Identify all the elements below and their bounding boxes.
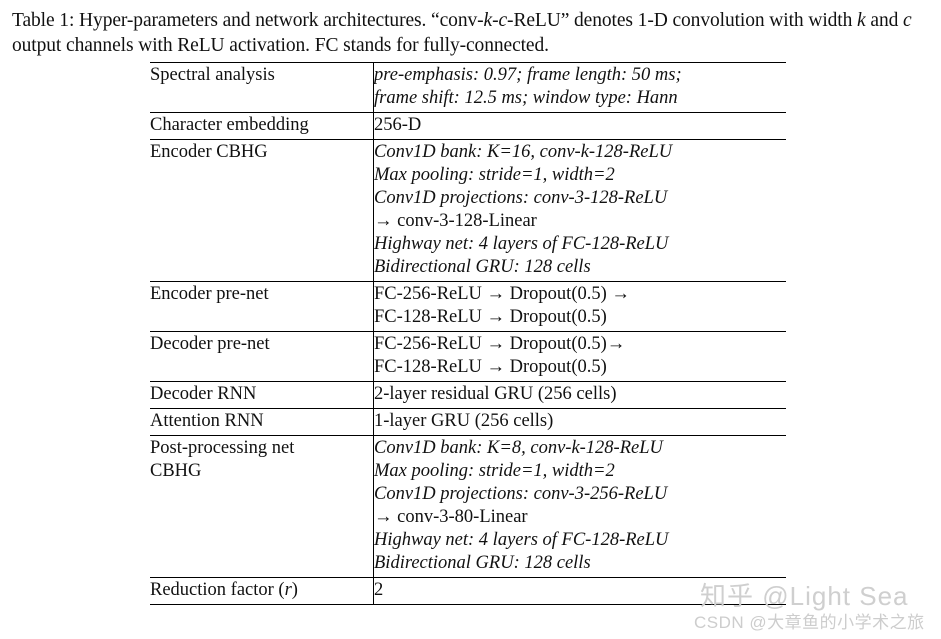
caption-italic-c: c [498, 10, 508, 31]
table-row: Attention RNN 1-layer GRU (256 cells) [150, 408, 786, 436]
value-line: Highway net: 4 layers of FC-128-ReLU [374, 234, 669, 254]
row-value-reduction-factor: 2 [373, 577, 786, 605]
label-italic-r: r [284, 580, 292, 600]
row-label-post-processing-net-cbhg: Post-processing net CBHG [150, 435, 374, 578]
row-value-spectral-analysis: pre-emphasis: 0.97; frame length: 50 ms;… [373, 62, 786, 113]
value-line: Conv1D projections: conv-3-256-ReLU [374, 484, 668, 504]
value-line: Highway net: 4 layers of FC-128-ReLU [374, 530, 669, 550]
label-text: Decoder pre-net [150, 334, 270, 354]
value-line: Conv1D bank: K=8, conv-k-128-ReLU [374, 438, 663, 458]
caption-italic-c-2: c [903, 10, 912, 31]
table-caption: Table 1: Hyper-parameters and network ar… [12, 8, 932, 58]
row-label-encoder-pre-net: Encoder pre-net [150, 281, 374, 332]
row-value-attention-rnn: 1-layer GRU (256 cells) [373, 408, 786, 436]
value-line: Max pooling: stride=1, width=2 [374, 165, 615, 185]
caption-italic-k-2: k [857, 10, 866, 31]
value-line: → conv-3-80-Linear [374, 507, 528, 527]
label-text: Encoder CBHG [150, 142, 268, 162]
table-row: Decoder RNN 2-layer residual GRU (256 ce… [150, 381, 786, 409]
label-text: Attention RNN [150, 411, 264, 431]
label-text: Spectral analysis [150, 65, 275, 85]
table-row: Spectral analysis pre-emphasis: 0.97; fr… [150, 62, 786, 113]
table-row: Post-processing net CBHG Conv1D bank: K=… [150, 435, 786, 578]
table-row: Decoder pre-net FC-256-ReLU → Dropout(0.… [150, 331, 786, 382]
caption-italic-k: k [483, 10, 493, 31]
row-label-encoder-cbhg: Encoder CBHG [150, 139, 374, 282]
table-row: Reduction factor (r) 2 [150, 577, 786, 605]
label-text: Decoder RNN [150, 384, 257, 404]
label-text-close: ) [291, 580, 298, 600]
value-line: 2-layer residual GRU (256 cells) [374, 384, 617, 404]
caption-label: Table 1: [12, 10, 75, 31]
row-value-encoder-pre-net: FC-256-ReLU → Dropout(0.5) → FC-128-ReLU… [373, 281, 786, 332]
caption-text-1: Hyper-parameters and network architectur… [74, 10, 484, 31]
hyperparameter-table: Spectral analysis pre-emphasis: 0.97; fr… [150, 62, 786, 605]
table-row: Character embedding 256-D [150, 112, 786, 140]
hyperparameter-table-wrapper: Spectral analysis pre-emphasis: 0.97; fr… [150, 62, 786, 605]
row-label-character-embedding: Character embedding [150, 112, 374, 140]
csdn-watermark: CSDN @大章鱼的小学术之旅 [694, 613, 925, 632]
label-text: Encoder pre-net [150, 284, 269, 304]
value-line: 1-layer GRU (256 cells) [374, 411, 554, 431]
row-label-spectral-analysis: Spectral analysis [150, 62, 374, 113]
value-line: Max pooling: stride=1, width=2 [374, 461, 615, 481]
value-line: pre-emphasis: 0.97; frame length: 50 ms; [374, 65, 682, 85]
table-row: Encoder CBHG Conv1D bank: K=16, conv-k-1… [150, 139, 786, 282]
label-text: Post-processing net [150, 438, 295, 458]
value-line: FC-128-ReLU → Dropout(0.5) [374, 357, 607, 377]
row-value-decoder-rnn: 2-layer residual GRU (256 cells) [373, 381, 786, 409]
value-line: frame shift: 12.5 ms; window type: Hann [374, 88, 678, 108]
caption-text-4: and [865, 10, 904, 31]
row-value-character-embedding: 256-D [373, 112, 786, 140]
table-row: Encoder pre-net FC-256-ReLU → Dropout(0.… [150, 281, 786, 332]
caption-text-3: -ReLU” denotes 1-D convolution with widt… [507, 10, 858, 31]
label-text: Character embedding [150, 115, 309, 135]
caption-text-2: - [492, 10, 499, 31]
value-line: 2 [374, 580, 384, 600]
value-line: FC-256-ReLU → Dropout(0.5)→ [374, 334, 626, 354]
value-line: 256-D [374, 115, 422, 135]
caption-text-5: output channels with ReLU activation. FC… [12, 35, 549, 56]
row-value-post-processing-net-cbhg: Conv1D bank: K=8, conv-k-128-ReLU Max po… [373, 435, 786, 578]
value-line: FC-128-ReLU → Dropout(0.5) [374, 307, 607, 327]
value-line: Bidirectional GRU: 128 cells [374, 553, 591, 573]
value-line: → conv-3-128-Linear [374, 211, 537, 231]
label-text: CBHG [150, 461, 202, 481]
value-line: Conv1D projections: conv-3-128-ReLU [374, 188, 668, 208]
value-line: Conv1D bank: K=16, conv-k-128-ReLU [374, 142, 673, 162]
value-line: Bidirectional GRU: 128 cells [374, 257, 591, 277]
row-label-decoder-rnn: Decoder RNN [150, 381, 374, 409]
label-text: Reduction factor ( [150, 580, 285, 600]
row-value-decoder-pre-net: FC-256-ReLU → Dropout(0.5)→ FC-128-ReLU … [373, 331, 786, 382]
row-label-reduction-factor: Reduction factor (r) [150, 577, 374, 605]
row-value-encoder-cbhg: Conv1D bank: K=16, conv-k-128-ReLU Max p… [373, 139, 786, 282]
row-label-attention-rnn: Attention RNN [150, 408, 374, 436]
value-line: FC-256-ReLU → Dropout(0.5) → [374, 284, 630, 304]
row-label-decoder-pre-net: Decoder pre-net [150, 331, 374, 382]
